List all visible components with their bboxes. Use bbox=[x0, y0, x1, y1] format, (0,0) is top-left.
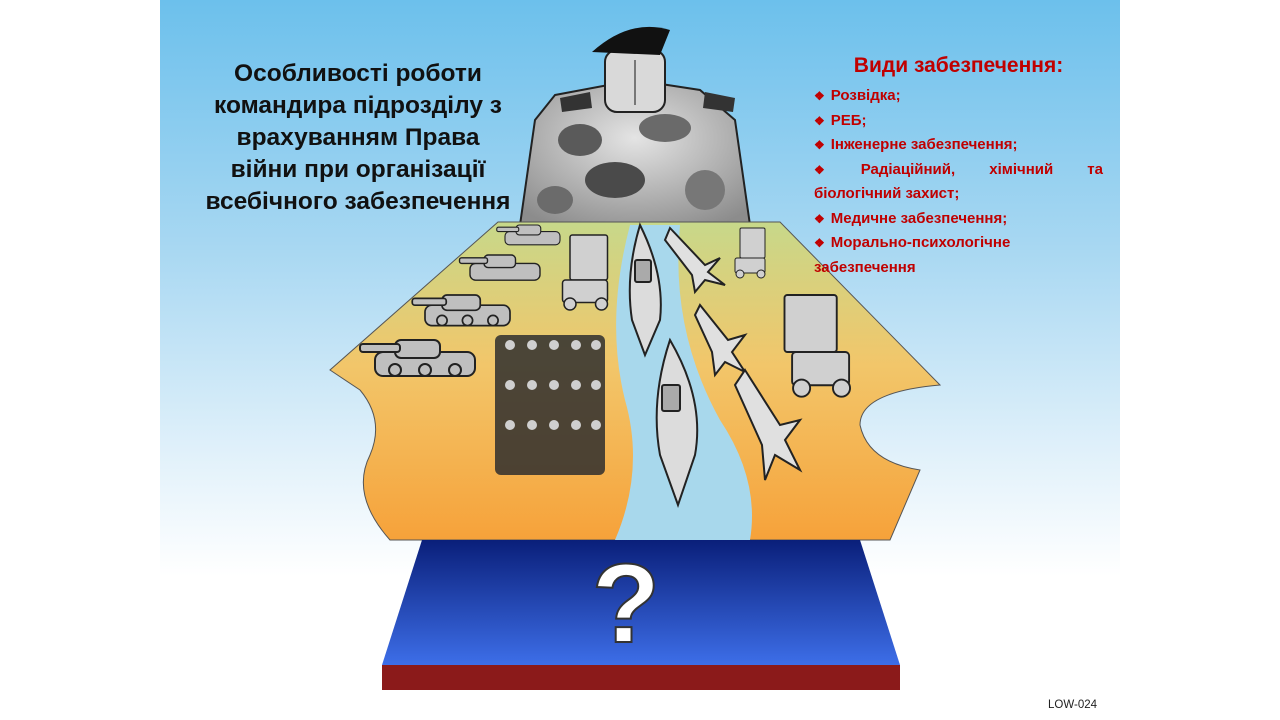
support-heading: Види забезпечення: bbox=[853, 54, 1064, 77]
commander-figure-icon bbox=[518, 26, 752, 226]
diamond-bullet-icon: ❖ bbox=[814, 236, 825, 250]
supply-truck-icon bbox=[561, 227, 852, 398]
diamond-bullet-icon: ❖ bbox=[814, 211, 825, 226]
corner-code: LOW-024 bbox=[1048, 699, 1098, 711]
fighter-jet-icon bbox=[663, 226, 803, 481]
support-types-panel: Види забезпечення: ❖Розвідка; ❖РЕБ; ❖Інж… bbox=[814, 54, 1103, 280]
title-line: командира підрозділу з bbox=[214, 92, 502, 119]
tank-column-icon bbox=[359, 224, 561, 377]
military-planning-illustration: ? bbox=[329, 26, 942, 690]
slide-title: Особливості роботи командира підрозділу … bbox=[182, 58, 534, 218]
support-list: ❖Розвідка; ❖РЕБ; ❖Інженерне забезпечення… bbox=[814, 84, 1103, 280]
diamond-bullet-icon: ❖ bbox=[814, 138, 825, 152]
list-item: ❖Медичне забезпечення; bbox=[814, 209, 1008, 227]
title-line: Особливості роботи bbox=[234, 60, 482, 87]
title-line: врахуванням Права bbox=[236, 124, 480, 151]
title-line: всебічного забезпечення bbox=[205, 188, 511, 215]
list-item-continuation: біологічний захист; bbox=[814, 185, 960, 202]
list-item: ❖Радіаційний, хімічний та bbox=[814, 160, 1103, 178]
question-mark-icon: ? bbox=[592, 541, 660, 666]
diamond-bullet-icon: ❖ bbox=[814, 89, 825, 103]
pedestal bbox=[382, 540, 900, 690]
list-item: ❖Морально-психологічне bbox=[814, 234, 1011, 251]
diamond-bullet-icon: ❖ bbox=[814, 113, 825, 128]
list-item: ❖РЕБ; bbox=[814, 111, 867, 129]
title-line: війни при організації bbox=[230, 156, 486, 183]
patrol-boat-icon bbox=[628, 222, 699, 509]
diamond-bullet-icon: ❖ bbox=[814, 162, 855, 177]
infantry-formation-icon bbox=[495, 335, 605, 475]
slide: ? Особливості роботи командира підрозділ… bbox=[160, 0, 1120, 720]
list-item: ❖Розвідка; bbox=[814, 87, 901, 104]
list-item: ❖Інженерне забезпечення; bbox=[814, 136, 1018, 153]
list-item-continuation: забезпечення bbox=[814, 258, 916, 276]
